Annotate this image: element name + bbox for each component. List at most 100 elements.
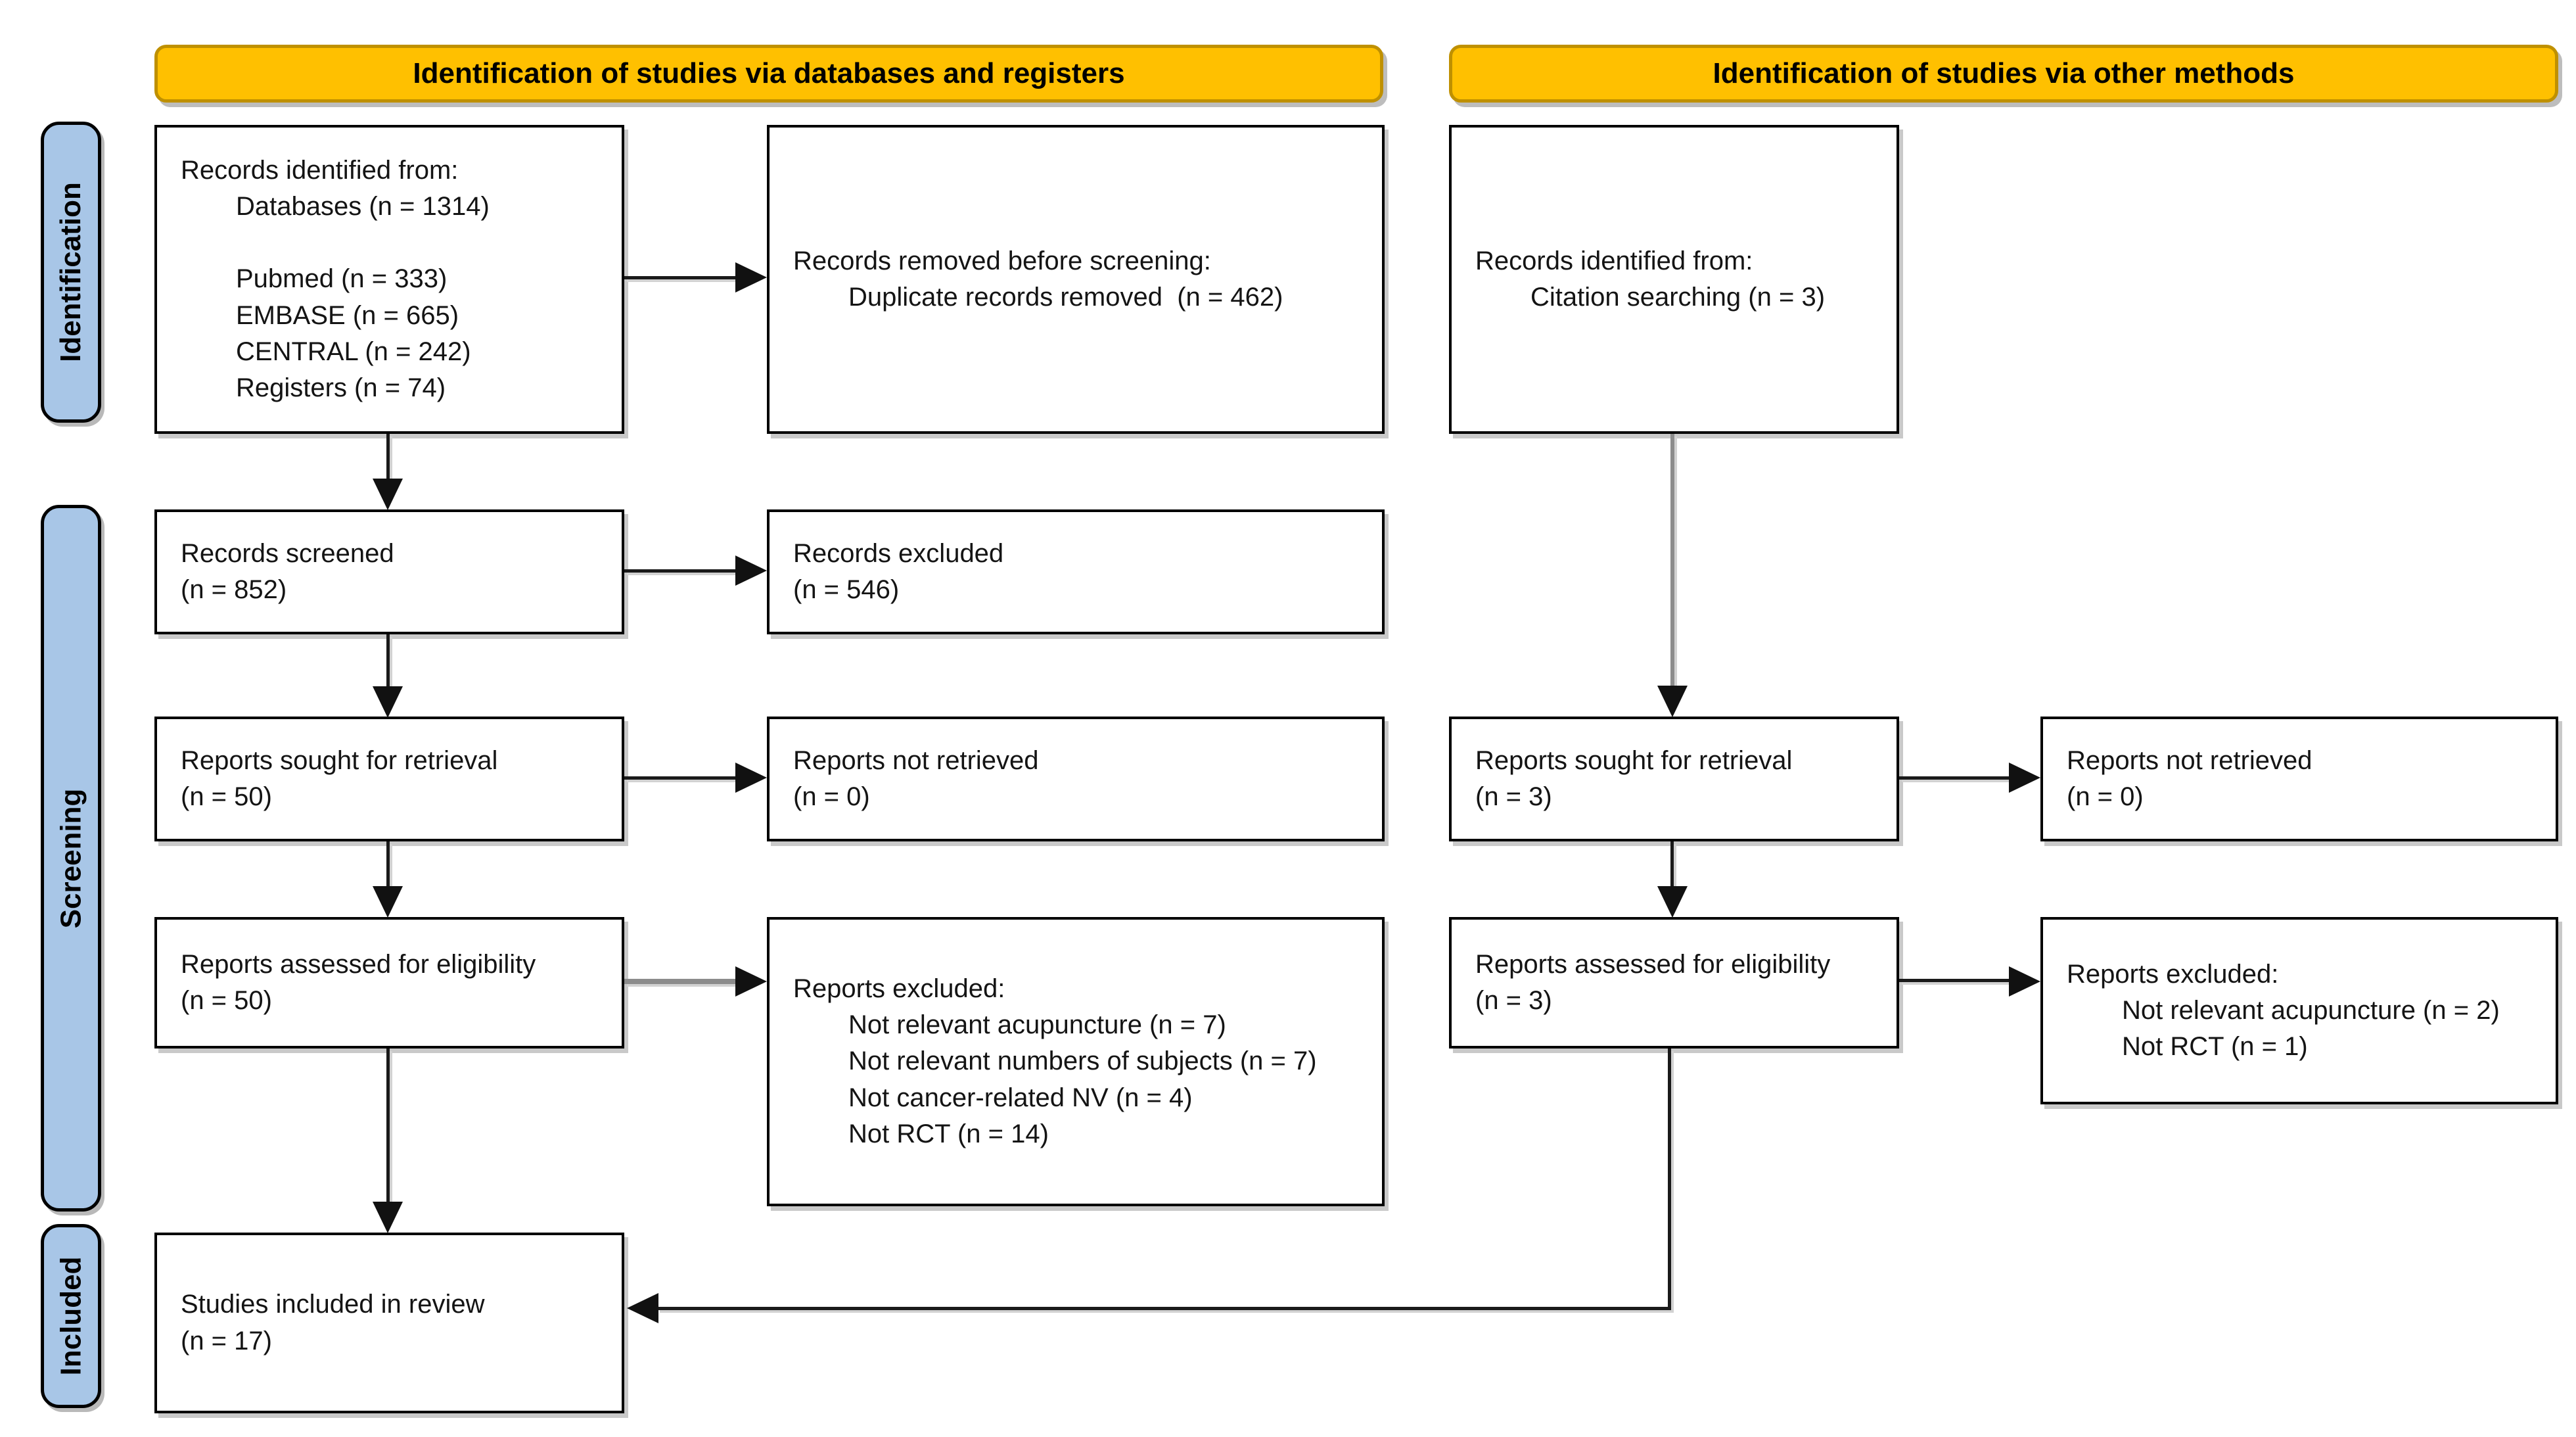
box-title: Records removed before screening:: [793, 246, 1211, 275]
arrow-sought-to-not-retrieved: [624, 776, 737, 780]
box-item: EMBASE (n = 665): [236, 300, 459, 330]
box-count: (n = 852): [181, 575, 287, 604]
box-item: Pubmed (n = 333): [236, 264, 448, 294]
arrow-sought-to-assessed: [386, 841, 390, 887]
header-databases-label: Identification of studies via databases …: [413, 57, 1125, 89]
box-reports-sought-db: Reports sought for retrieval (n = 50): [154, 717, 624, 841]
header-other-methods: Identification of studies via other meth…: [1449, 45, 2558, 103]
arrowhead-down-icon: [373, 1202, 403, 1233]
arrowhead-down-icon: [1657, 686, 1688, 717]
arrow-assessed-to-excluded: [624, 979, 737, 984]
box-count: (n = 546): [793, 575, 900, 604]
arrow-sought-other-to-assessed: [1670, 841, 1674, 887]
box-count: (n = 3): [1475, 986, 1552, 1015]
box-records-removed-text: Records removed before screening: Duplic…: [770, 237, 1382, 322]
box-reports-not-retrieved-other: Reports not retrieved (n = 0): [2040, 717, 2558, 841]
stage-included-label: Included: [55, 1256, 87, 1376]
box-label: Reports sought for retrieval: [181, 745, 498, 775]
box-count: (n = 0): [793, 782, 870, 811]
box-records-screened: Records screened (n = 852): [154, 509, 624, 634]
box-records-excluded-text: Records excluded (n = 546): [770, 529, 1382, 615]
box-reports-assessed-other-text: Reports assessed for eligibility (n = 3): [1452, 940, 1897, 1025]
box-reports-assessed-db: Reports assessed for eligibility (n = 50…: [154, 917, 624, 1048]
box-item: Not RCT (n = 1): [2122, 1032, 2308, 1062]
box-reports-excluded-other: Reports excluded: Not relevant acupunctu…: [2040, 917, 2558, 1104]
box-label: Reports not retrieved: [2067, 745, 2312, 775]
box-item: Citation searching (n = 3): [1530, 283, 1826, 312]
arrow-assessed-to-included: [386, 1048, 390, 1203]
box-title: Reports excluded:: [793, 974, 1005, 1004]
box-reports-sought-db-text: Reports sought for retrieval (n = 50): [157, 736, 622, 822]
box-records-removed: Records removed before screening: Duplic…: [767, 125, 1385, 434]
header-databases-registers: Identification of studies via databases …: [154, 45, 1383, 103]
box-reports-sought-other-text: Reports sought for retrieval (n = 3): [1452, 736, 1897, 822]
arrow-screened-to-excluded: [624, 569, 737, 573]
box-item: Not relevant numbers of subjects (n = 7): [848, 1047, 1317, 1076]
box-reports-assessed-other: Reports assessed for eligibility (n = 3): [1449, 917, 1899, 1048]
box-records-screened-text: Records screened (n = 852): [157, 529, 622, 615]
arrow-citation-to-sought: [1670, 434, 1674, 687]
stage-screening: Screening: [41, 505, 101, 1212]
header-other-label: Identification of studies via other meth…: [1713, 57, 2295, 89]
arrowhead-right-icon: [2009, 763, 2040, 793]
box-reports-excluded-db-text: Reports excluded: Not relevant acupunctu…: [770, 964, 1382, 1159]
box-count: (n = 0): [2067, 782, 2144, 811]
box-records-identified-db-text: Records identified from: Databases (n = …: [157, 146, 622, 413]
box-label: Reports not retrieved: [793, 745, 1039, 775]
arrow-screened-to-sought: [386, 634, 390, 687]
box-title: Reports excluded:: [2067, 959, 2279, 989]
box-label: Records screened: [181, 538, 394, 568]
arrow-assessed-other-to-excluded: [1899, 979, 2010, 982]
arrowhead-right-icon: [735, 262, 767, 293]
box-item: Duplicate records removed (n = 462): [848, 283, 1283, 312]
arrow-identified-to-removed: [624, 276, 737, 279]
box-count: (n = 50): [181, 782, 272, 811]
arrowhead-right-icon: [2009, 966, 2040, 997]
box-label: Reports assessed for eligibility: [181, 949, 536, 979]
arrow-sought-other-to-not-retrieved: [1899, 776, 2010, 780]
box-title: Records identified from:: [1475, 246, 1753, 275]
box-item: Not cancer-related NV (n = 4): [848, 1083, 1193, 1112]
stage-identification: Identification: [41, 122, 101, 423]
box-count: (n = 17): [181, 1326, 272, 1355]
box-reports-excluded-other-text: Reports excluded: Not relevant acupunctu…: [2043, 950, 2556, 1072]
arrow-assessed-other-to-included-vertical: [1668, 1048, 1671, 1309]
arrowhead-down-icon: [1657, 886, 1688, 918]
box-reports-excluded-db: Reports excluded: Not relevant acupunctu…: [767, 917, 1385, 1206]
arrowhead-right-icon: [735, 763, 767, 793]
box-label: Reports assessed for eligibility: [1475, 949, 1831, 979]
box-item: Not RCT (n = 14): [848, 1119, 1049, 1148]
box-label: Studies included in review: [181, 1290, 485, 1319]
box-reports-assessed-db-text: Reports assessed for eligibility (n = 50…: [157, 940, 622, 1025]
stage-identification-label: Identification: [55, 182, 87, 362]
box-reports-not-retrieved-db-text: Reports not retrieved (n = 0): [770, 736, 1382, 822]
box-reports-not-retrieved-other-text: Reports not retrieved (n = 0): [2043, 736, 2556, 822]
box-item: Databases (n = 1314): [236, 192, 490, 222]
box-label: Reports sought for retrieval: [1475, 745, 1793, 775]
stage-screening-label: Screening: [55, 788, 87, 928]
box-reports-sought-other: Reports sought for retrieval (n = 3): [1449, 717, 1899, 841]
box-records-excluded: Records excluded (n = 546): [767, 509, 1385, 634]
box-item: Registers (n = 74): [236, 373, 446, 402]
box-records-identified-other-text: Records identified from: Citation search…: [1452, 237, 1897, 322]
box-records-identified-other: Records identified from: Citation search…: [1449, 125, 1899, 434]
arrow-identified-to-screened: [386, 434, 390, 481]
arrowhead-right-icon: [735, 966, 767, 997]
arrowhead-right-icon: [735, 555, 767, 586]
arrowhead-down-icon: [373, 479, 403, 510]
box-title: Records identified from:: [181, 155, 459, 185]
box-studies-included-text: Studies included in review (n = 17): [157, 1280, 622, 1365]
stage-included: Included: [41, 1224, 101, 1408]
box-label: Records excluded: [793, 538, 1004, 568]
box-item: [181, 225, 612, 261]
box-reports-not-retrieved-db: Reports not retrieved (n = 0): [767, 717, 1385, 841]
box-item: CENTRAL (n = 242): [236, 337, 471, 366]
arrowhead-down-icon: [373, 886, 403, 918]
box-item: Not relevant acupuncture (n = 2): [2122, 995, 2500, 1025]
box-count: (n = 3): [1475, 782, 1552, 811]
arrow-assessed-other-to-included-horizontal: [657, 1307, 1671, 1310]
box-count: (n = 50): [181, 986, 272, 1015]
arrowhead-down-icon: [373, 686, 403, 718]
box-records-identified-db: Records identified from: Databases (n = …: [154, 125, 624, 434]
